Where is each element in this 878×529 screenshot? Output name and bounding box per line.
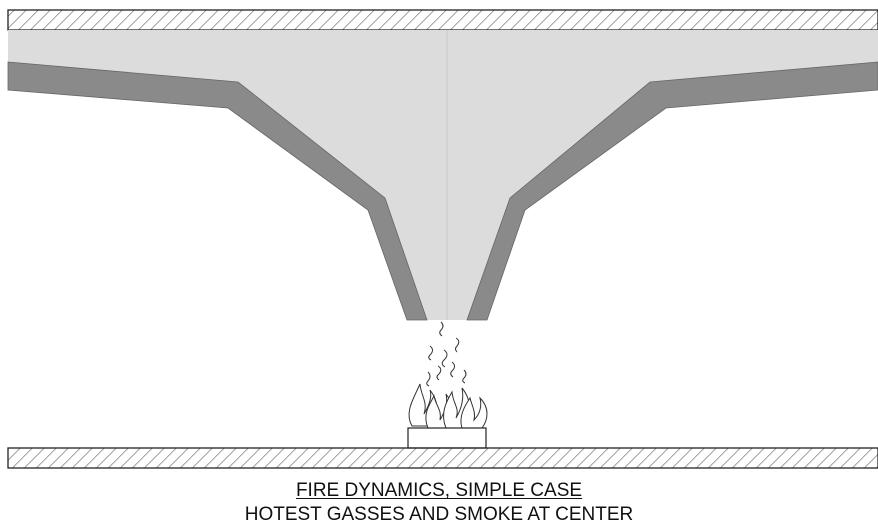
gas-wisp: [428, 345, 433, 361]
ceiling: [7, 9, 878, 31]
floor: [7, 447, 878, 469]
diagram-title: FIRE DYNAMICS, SIMPLE CASE: [0, 480, 878, 502]
gas-wisp: [439, 321, 444, 337]
plume-boundary-left: [7, 61, 428, 321]
gas-wisp: [455, 337, 460, 353]
gas-wisp: [462, 369, 467, 384]
gas-wisp: [426, 371, 431, 387]
diagram-subtitle: HOTEST GASSES AND SMOKE AT CENTER: [244, 504, 634, 525]
fire-source-base: [407, 427, 487, 449]
smoke-layer: [8, 30, 878, 320]
gas-wisp: [436, 365, 442, 381]
gas-wisp: [450, 361, 455, 378]
flame-icon: [408, 383, 488, 429]
diagram-title-text: FIRE DYNAMICS, SIMPLE CASE: [295, 480, 583, 501]
plume-boundary-right: [466, 61, 878, 321]
rising-gas-wisps: [426, 321, 467, 387]
gas-wisp: [441, 349, 448, 368]
